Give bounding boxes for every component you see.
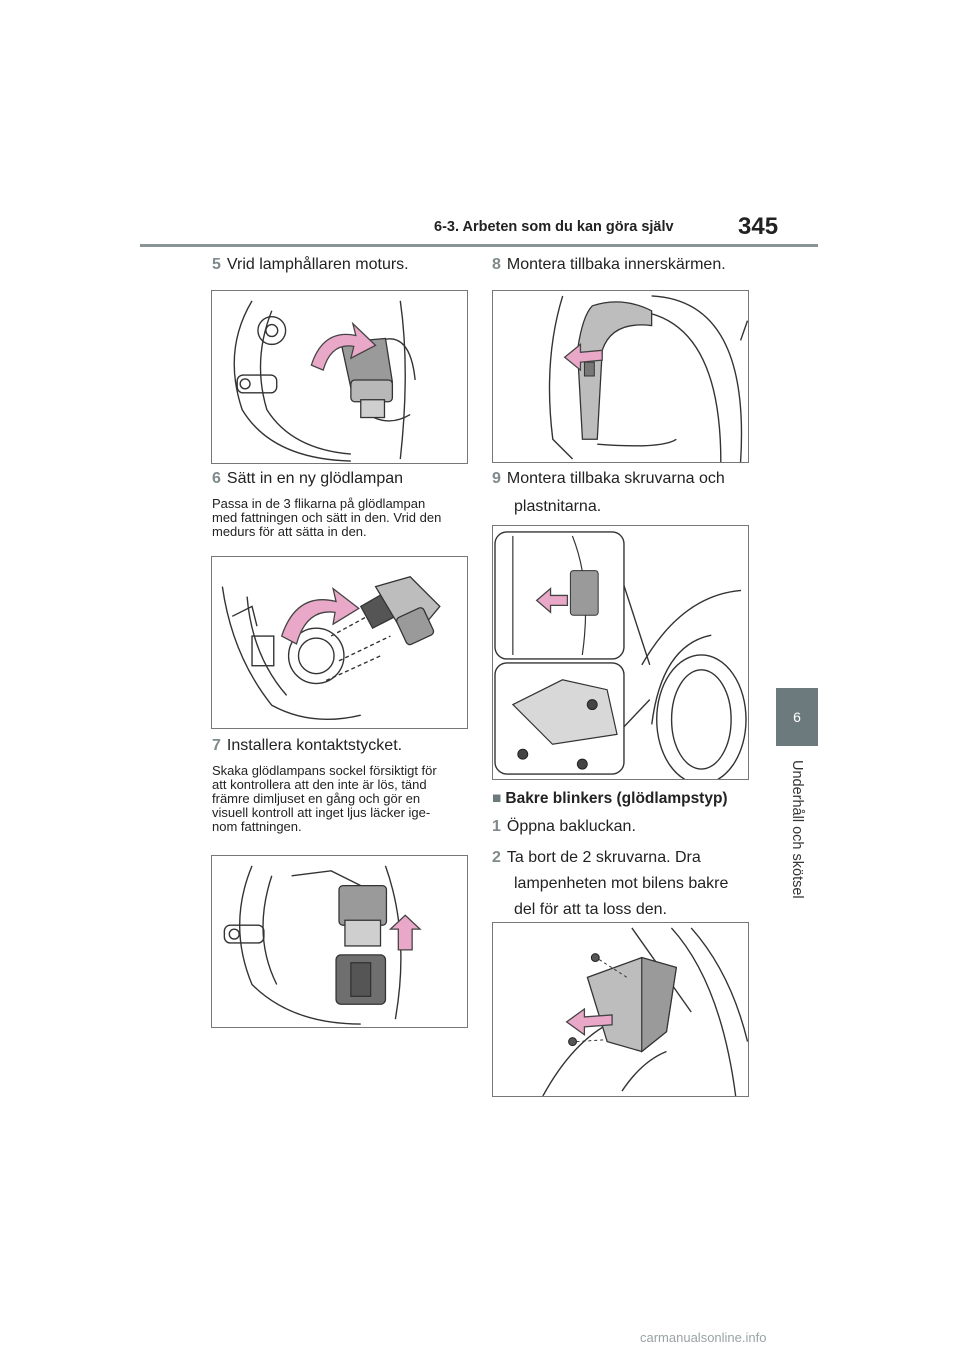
step-9: 9 Montera tillbaka skruvarna och plastnit…	[492, 467, 725, 519]
step-7: 7 Installera kontaktstycket.	[212, 734, 402, 758]
step-text: Sätt in en ny glödlampan	[226, 470, 404, 487]
step-6: 6 Sätt in en ny glödlampan	[212, 467, 403, 491]
note-line: att kontrollera att den inte är lös, tän…	[212, 777, 427, 792]
illustration-screws	[494, 531, 747, 779]
illustration-connector	[223, 865, 422, 1025]
step-5: 5 Vrid lamphållaren moturs.	[212, 253, 409, 277]
note-line: medurs för att sätta in den.	[212, 524, 367, 539]
page-number: 345	[738, 213, 779, 240]
illustration-rear-lamp	[542, 927, 748, 1096]
chapter-tab[interactable]: 6	[776, 688, 818, 746]
illustration-fender-liner	[548, 295, 748, 462]
chapter-label: Underhåll och skötsel	[764, 760, 830, 930]
step-number: 2	[492, 849, 501, 866]
step-8: 8 Montera tillbaka innerskärmen.	[492, 253, 726, 277]
step-6-note: Passa in de 3 flikarna på glödlampan med…	[212, 497, 441, 539]
step-text-cont: lampenheten mot bilens bakre	[514, 875, 729, 892]
note-line: Skaka glödlampans sockel försiktigt för	[212, 763, 437, 778]
illustration-insert-bulb	[221, 576, 441, 720]
step-text: Vrid lamphållaren moturs.	[226, 256, 409, 273]
step-number: 6	[212, 470, 221, 487]
figure-install-connector	[211, 855, 468, 1028]
step-7-note: Skaka glödlampans sockel försiktigt för …	[212, 764, 437, 834]
step-number: 1	[492, 818, 501, 835]
square-bullet-icon: ■	[492, 790, 502, 807]
step-text: Installera kontaktstycket.	[226, 737, 403, 754]
note-line: visuell kontroll att inget ljus läcker i…	[212, 805, 431, 820]
watermark[interactable]: carmanualsonline.info	[640, 1330, 767, 1345]
step-text: Öppna bakluckan.	[506, 818, 636, 835]
step-number: 7	[212, 737, 221, 754]
figure-rear-lamp	[492, 922, 749, 1097]
figure-rotate-bulb-holder	[211, 290, 468, 464]
subheading: ■Bakre blinkers (glödlampstyp)	[492, 790, 728, 808]
illustration-rotate-holder	[233, 300, 416, 462]
step-text: Ta bort de 2 skruvarna. Dra	[506, 849, 701, 866]
note-line: Passa in de 3 flikarna på glödlampan	[212, 496, 426, 511]
figure-inner-fender	[492, 290, 749, 463]
step-number: 8	[492, 256, 501, 273]
step-text-cont: del för att ta loss den.	[514, 901, 667, 918]
step-text: Montera tillbaka innerskärmen.	[506, 256, 726, 273]
chapter-label-text: Underhåll och skötsel	[789, 760, 805, 899]
step-1: 1 Öppna bakluckan.	[492, 815, 636, 839]
step-text: Montera tillbaka skruvarna och	[506, 470, 725, 487]
step-number: 9	[492, 470, 501, 487]
section-title: 6-3. Arbeten som du kan göra själv	[434, 219, 674, 235]
step-number: 5	[212, 256, 221, 273]
step-2: 2 Ta bort de 2 skruvarna. Dra lampenheten…	[492, 845, 728, 923]
figure-screws-clips	[492, 525, 749, 780]
figure-insert-new-bulb	[211, 556, 468, 729]
note-line: nom fattningen.	[212, 819, 302, 834]
note-line: främre dimljuset en gång och gör en	[212, 791, 421, 806]
subheading-text: Bakre blinkers (glödlampstyp)	[505, 790, 728, 807]
note-line: med fattningen och sätt in den. Vrid den	[212, 510, 442, 525]
header-rule	[140, 244, 818, 247]
step-text-cont: plastnitarna.	[514, 498, 602, 515]
